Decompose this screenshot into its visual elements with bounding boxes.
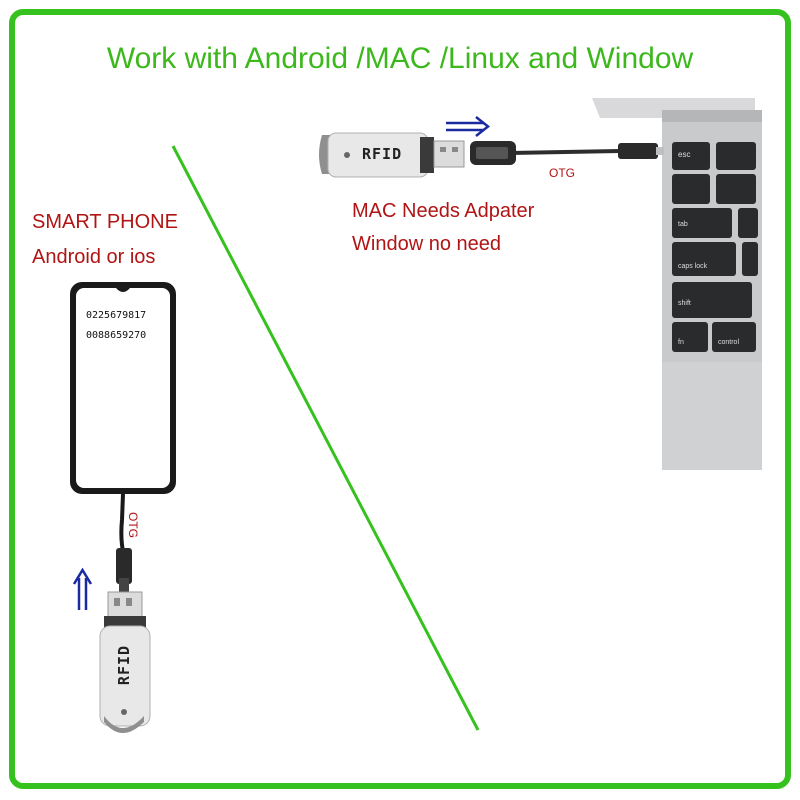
mac-line-2: Window no need	[352, 233, 501, 255]
laptop-illustration	[592, 98, 762, 470]
key-caps: caps lock	[678, 263, 708, 270]
smartphone-illustration	[70, 282, 176, 494]
divider-line	[171, 145, 480, 731]
phone-otg-label: OTG	[126, 512, 140, 538]
right-arrow-icon	[446, 116, 491, 137]
mac-otg-label: OTG	[549, 166, 575, 180]
phone-screen-line-2: 0088659270	[86, 330, 147, 341]
green-border-frame	[9, 9, 791, 789]
phone-heading: SMART PHONE	[32, 211, 178, 233]
rfid-label-bottom: RFID	[115, 644, 133, 686]
key-shift: shift	[678, 300, 691, 307]
phone-subheading: Android or ios	[32, 246, 156, 268]
phone-screen-line-1: 0225679817	[86, 310, 147, 321]
up-arrow-icon	[72, 567, 93, 610]
rfid-label-top: RFID	[362, 145, 403, 163]
key-esc: esc	[678, 150, 690, 159]
mac-line-1: MAC Needs Adpater	[352, 200, 535, 222]
key-fn: fn	[678, 339, 684, 346]
page-title: Work with Android /MAC /Linux and Window	[106, 42, 694, 75]
rfid-stick-vertical	[99, 591, 151, 733]
key-control: control	[718, 339, 739, 346]
key-tab: tab	[678, 221, 688, 228]
rfid-stick-horizontal	[319, 132, 465, 178]
